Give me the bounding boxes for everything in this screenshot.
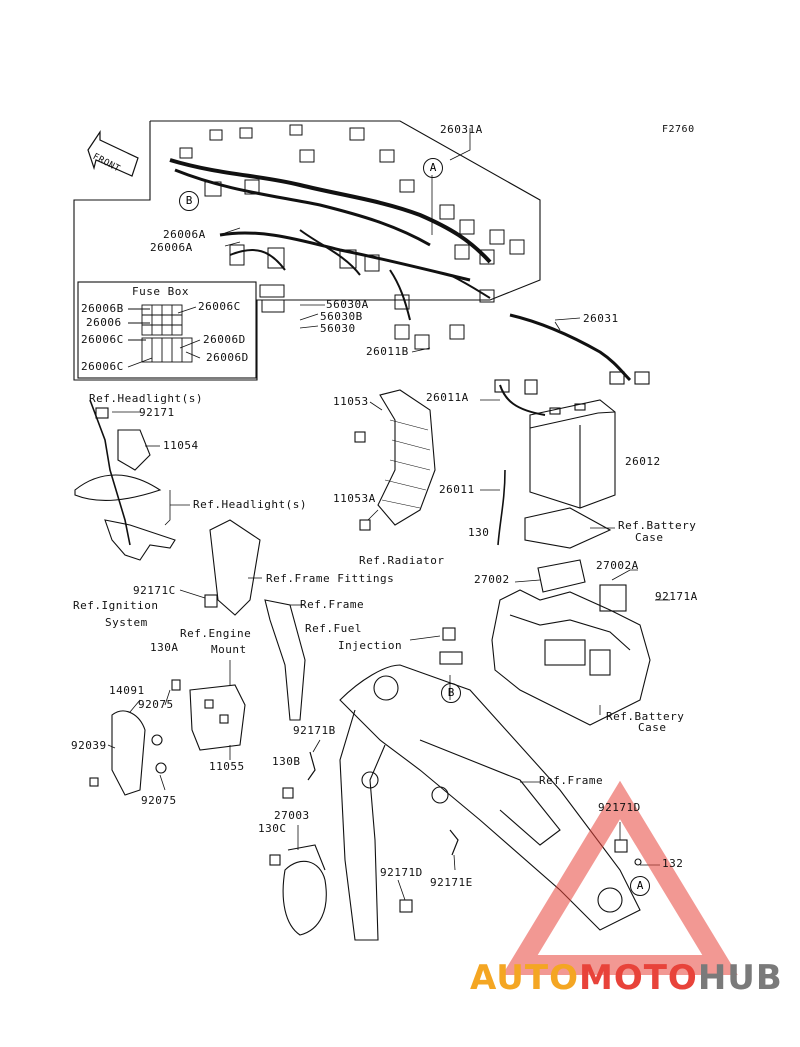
- part-26006B: 26006B: [81, 302, 124, 315]
- part-26006D-1: 26006D: [203, 333, 246, 346]
- ref-battery-case-1b: Case: [635, 531, 664, 544]
- part-92075-2: 92075: [141, 794, 177, 807]
- part-130A: 130A: [150, 641, 179, 654]
- part-132: 132: [662, 857, 684, 870]
- part-26006A-2: 26006A: [150, 241, 193, 254]
- part-92171E: 92171E: [430, 876, 473, 889]
- part-27002: 27002: [474, 573, 510, 586]
- ref-fuel-a: Ref.Fuel: [305, 622, 362, 635]
- part-26006: 26006: [86, 316, 122, 329]
- ref-headlights-top: Ref.Headlight(s): [89, 392, 203, 405]
- ref-fuel-b: Injection: [338, 639, 403, 652]
- part-27002A: 27002A: [596, 559, 639, 572]
- part-130B: 130B: [272, 755, 301, 768]
- ref-ignition-a: Ref.Ignition: [73, 599, 159, 612]
- part-26006C-1: 26006C: [81, 333, 124, 346]
- fuse-box-title: Fuse Box: [132, 285, 189, 298]
- callout-a-low: A: [630, 876, 650, 896]
- part-26006A-1: 26006A: [163, 228, 206, 241]
- part-56030A: 56030A: [326, 298, 369, 311]
- part-56030: 56030: [320, 322, 356, 335]
- part-56030B: 56030B: [320, 310, 363, 323]
- ref-battery-case-2b: Case: [638, 721, 667, 734]
- callout-b-top: B: [179, 191, 199, 211]
- ref-frame-2: Ref.Frame: [539, 774, 604, 787]
- ref-battery-case-1a: Ref.Battery: [618, 519, 697, 532]
- watermark-auto: AUTO: [470, 958, 579, 998]
- part-92075-1: 92075: [138, 698, 174, 711]
- part-92039: 92039: [71, 739, 107, 752]
- part-92171D-1: 92171D: [380, 866, 423, 879]
- part-92171C: 92171C: [133, 584, 176, 597]
- part-26012: 26012: [625, 455, 661, 468]
- part-11055: 11055: [209, 760, 245, 773]
- part-92171B: 92171B: [293, 724, 336, 737]
- part-92171D-2: 92171D: [598, 801, 641, 814]
- part-92171A: 92171A: [655, 590, 698, 603]
- part-11053: 11053: [333, 395, 369, 408]
- ref-engine-a: Ref.Engine: [180, 627, 252, 640]
- ref-frame-1: Ref.Frame: [300, 598, 365, 611]
- ref-engine-b: Mount: [211, 643, 247, 656]
- watermark-hub: HUB: [697, 958, 783, 998]
- part-130: 130: [468, 526, 490, 539]
- front-arrow: [87, 130, 139, 177]
- ref-frame-fittings: Ref.Frame Fittings: [266, 572, 395, 585]
- part-26006D-2: 26006D: [206, 351, 249, 364]
- part-14091: 14091: [109, 684, 145, 697]
- part-27003: 27003: [274, 809, 310, 822]
- watermark-moto: MOTO: [578, 958, 698, 998]
- callout-b-mid: B: [441, 683, 461, 703]
- part-92171: 92171: [139, 406, 175, 419]
- part-26031A: 26031A: [440, 123, 483, 136]
- part-26031: 26031: [583, 312, 619, 325]
- radiator-shroud: [377, 389, 436, 526]
- harness-outline: [73, 120, 541, 381]
- ref-ignition-b: System: [105, 616, 148, 629]
- part-11053A: 11053A: [333, 492, 376, 505]
- part-26011A: 26011A: [426, 391, 469, 404]
- watermark-triangle: [502, 780, 738, 975]
- part-130C: 130C: [258, 822, 287, 835]
- harness-bundle: [169, 158, 492, 264]
- ref-battery-case-2a: Ref.Battery: [606, 710, 685, 723]
- battery-shape: [529, 399, 616, 509]
- part-26006C-2: 26006C: [81, 360, 124, 373]
- part-26011: 26011: [439, 483, 475, 496]
- part-26006C-3: 26006C: [198, 300, 241, 313]
- part-11054: 11054: [163, 439, 199, 452]
- fuse-box-frame: [77, 281, 257, 379]
- part-26011B: 26011B: [366, 345, 409, 358]
- diagram-code: F2760: [662, 124, 695, 135]
- callout-a-top: A: [423, 158, 443, 178]
- ref-radiator: Ref.Radiator: [359, 554, 445, 567]
- ref-headlights-mid: Ref.Headlight(s): [193, 498, 307, 511]
- watermark-logo: AUTOMOTOHUB: [470, 958, 783, 998]
